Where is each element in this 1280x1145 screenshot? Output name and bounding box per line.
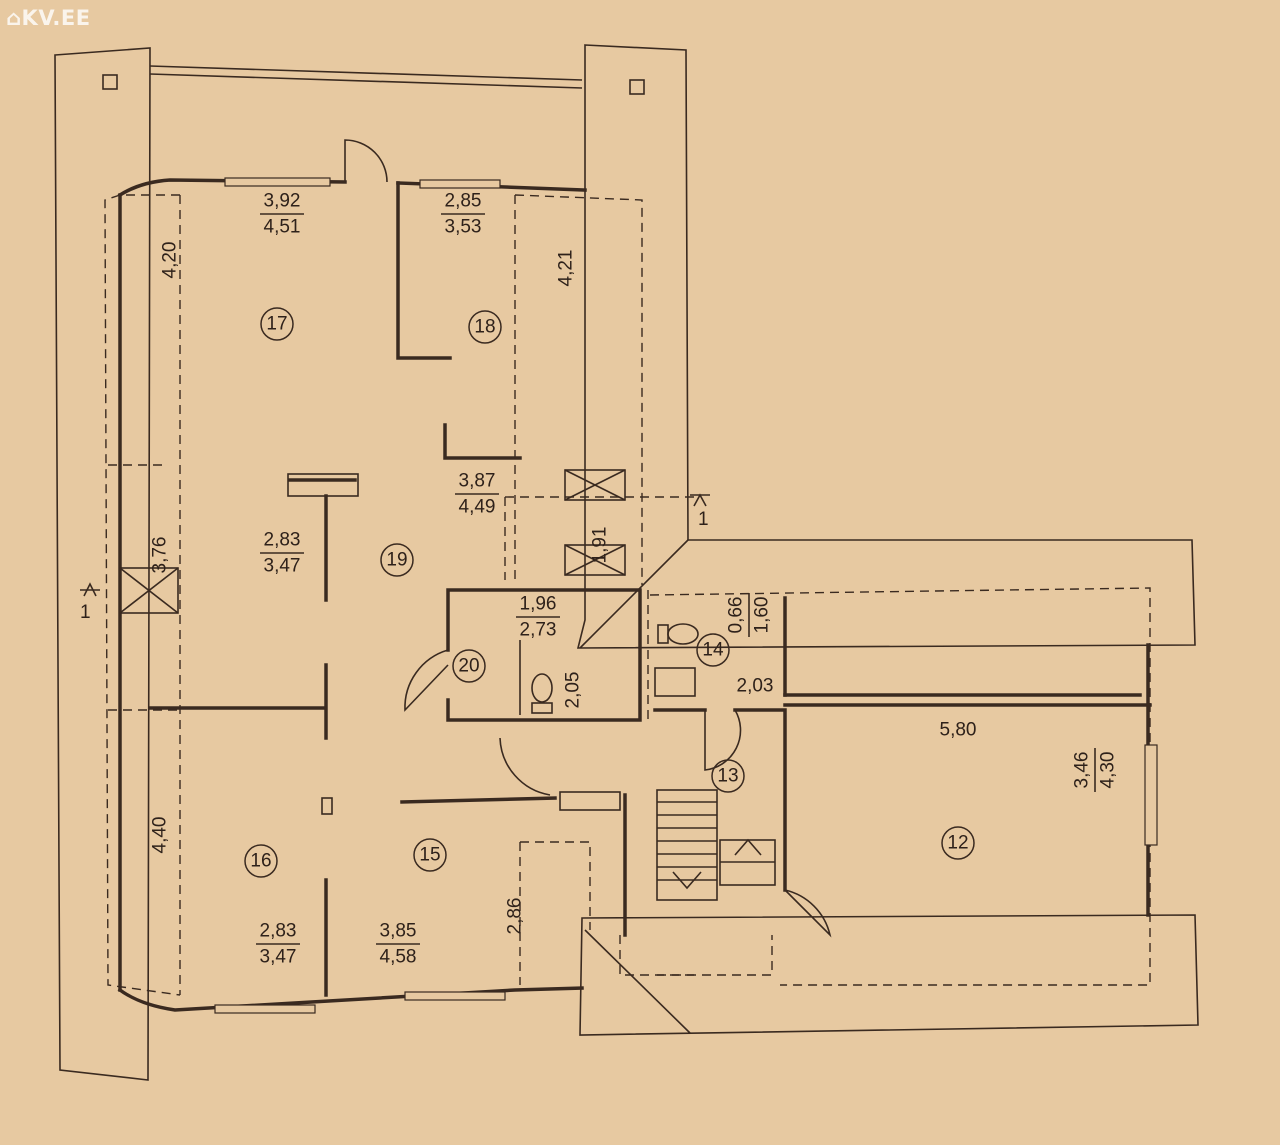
dimension-label: 2,05 xyxy=(563,672,584,709)
corridor-fraction-top: 3,87 xyxy=(459,471,496,492)
room-15-circle xyxy=(413,838,447,872)
house-icon: ⌂ xyxy=(6,6,22,30)
room-17-fraction: 3,92 4,51 xyxy=(260,191,304,238)
room-19-marker: 19 xyxy=(380,543,414,577)
room-18-fraction-bottom: 3,53 xyxy=(445,217,482,238)
room-17-number: 17 xyxy=(266,314,287,335)
corridor-fraction: 3,87 4,49 xyxy=(455,471,499,518)
room-19-fraction-bottom: 3,47 xyxy=(264,556,301,577)
room-14-circle xyxy=(696,633,730,667)
room-labels: 17 3,92 4,51 18 2,85 3,53 19 2,83 3,47 20 1,96 2,73… xyxy=(244,191,1119,968)
room-15-fraction: 3,85 4,58 xyxy=(376,921,420,968)
room-20-fraction-bottom: 2,73 xyxy=(520,620,557,641)
section-marker-left: 1 xyxy=(80,602,91,623)
dimension-label: 5,80 xyxy=(940,720,977,741)
room-19-fraction-top: 2,83 xyxy=(264,530,301,551)
room-20-fraction: 1,96 2,73 xyxy=(516,594,560,641)
dimension-label: 2,86 xyxy=(505,898,526,935)
room-15-number: 15 xyxy=(419,845,440,866)
walls xyxy=(117,177,1158,1014)
room-16-number: 16 xyxy=(250,851,271,872)
room-16-marker: 16 xyxy=(244,844,278,878)
room-20-fraction-top: 1,96 xyxy=(520,594,557,615)
room-16-fraction: 2,83 3,47 xyxy=(256,921,300,968)
room-14-fraction-top: 0,66 xyxy=(726,597,747,634)
room-17-fraction-top: 3,92 xyxy=(264,191,301,212)
room-20-circle xyxy=(452,649,486,683)
dimension-label: 3,76 xyxy=(150,537,171,574)
room-17-fraction-bottom: 4,51 xyxy=(264,217,301,238)
room-19-circle xyxy=(380,543,414,577)
room-14-marker: 14 xyxy=(696,633,730,667)
room-12-fraction-bottom: 4,30 xyxy=(1098,752,1119,789)
section-marker-right: 1 xyxy=(698,509,709,530)
room-15-fraction-bottom: 4,58 xyxy=(380,947,417,968)
room-12-fraction-top: 3,46 xyxy=(1072,752,1093,789)
section-markers: 1 1 xyxy=(80,493,710,623)
room-20-marker: 20 xyxy=(452,649,486,683)
room-16-fraction-top: 2,83 xyxy=(260,921,297,942)
room-18-fraction-top: 2,85 xyxy=(445,191,482,212)
dimension-labels: 4,20 4,21 3,76 1,91 2,05 2,03 5,80 4,40 2,86 xyxy=(150,242,977,935)
dimension-label: 4,40 xyxy=(150,817,171,854)
corridor-fraction-bottom: 4,49 xyxy=(459,497,496,518)
room-14-number: 14 xyxy=(702,640,724,661)
room-18-number: 18 xyxy=(474,317,495,338)
room-15-fraction-top: 3,85 xyxy=(380,921,417,942)
room-13-circle xyxy=(711,759,745,793)
room-12-circle xyxy=(941,826,975,860)
fixtures xyxy=(531,623,699,714)
room-18-marker: 18 xyxy=(468,310,502,344)
site-watermark: ⌂KV.EE xyxy=(6,6,91,30)
room-18-circle xyxy=(468,310,502,344)
room-14-fraction-bottom: 1,60 xyxy=(752,597,773,634)
room-17-marker: 17 xyxy=(260,307,294,341)
room-19-fraction: 2,83 3,47 xyxy=(260,530,304,577)
room-13-marker: 13 xyxy=(711,759,745,793)
watermark-text: KV.EE xyxy=(21,6,91,30)
dimension-label: 4,20 xyxy=(160,242,181,279)
room-18-fraction: 2,85 3,53 xyxy=(441,191,485,238)
room-13-number: 13 xyxy=(717,766,738,787)
room-15-marker: 15 xyxy=(413,838,447,872)
room-12-number: 12 xyxy=(947,833,968,854)
overlay-outlines xyxy=(54,44,1199,1081)
room-19-number: 19 xyxy=(386,550,407,571)
dashed-lines xyxy=(104,194,1151,996)
room-17-circle xyxy=(260,307,294,341)
room-16-fraction-bottom: 3,47 xyxy=(260,947,297,968)
room-12-marker: 12 xyxy=(941,826,975,860)
room-20-number: 20 xyxy=(458,656,479,677)
dimension-label: 1,91 xyxy=(590,527,611,564)
dimension-label: 4,21 xyxy=(556,250,577,287)
doors xyxy=(344,139,832,938)
dimension-label: 2,03 xyxy=(737,676,774,697)
room-16-circle xyxy=(244,844,278,878)
